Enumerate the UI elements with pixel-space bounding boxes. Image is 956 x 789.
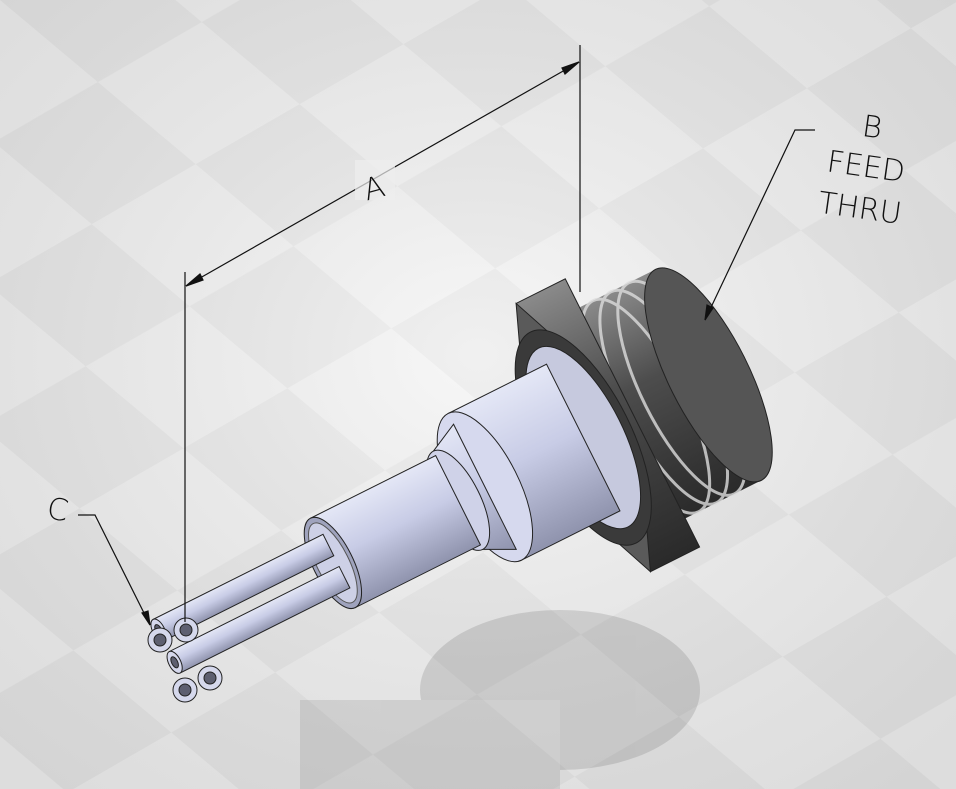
part-reflection — [300, 610, 700, 789]
tubes — [150, 533, 351, 674]
thread — [575, 267, 773, 521]
tube-ends — [147, 617, 223, 703]
callout-c-leader — [78, 514, 151, 626]
callout-b-label: B — [860, 109, 884, 146]
callout-b-leader — [704, 129, 815, 321]
feedthrough-part — [150, 267, 773, 674]
arrowhead-right — [561, 61, 580, 75]
arrowhead-left — [185, 273, 204, 287]
housing-body — [426, 363, 621, 563]
